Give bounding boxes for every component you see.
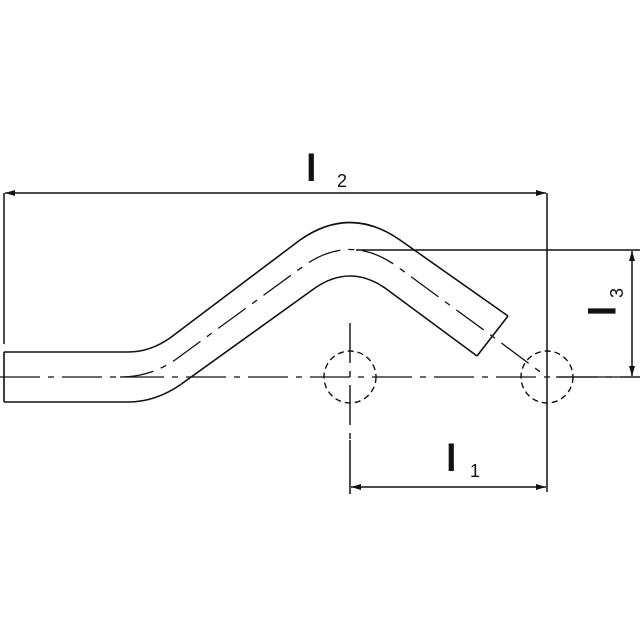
l3-label-symbol: l	[582, 305, 625, 317]
l1-label-subscript: 1	[470, 461, 481, 481]
dimension-l2	[3, 190, 548, 492]
dimension-l3	[356, 249, 640, 376]
l2-label-subscript: 2	[337, 171, 348, 191]
middle-hole	[323, 323, 377, 440]
pipe-outer-edge	[4, 221, 509, 353]
pipe-inner-edge	[4, 275, 478, 403]
l3-label-subscript: 3	[607, 287, 628, 299]
right-hole	[520, 350, 574, 404]
pipe-centerline	[119, 248, 548, 378]
bent-pipe	[3, 221, 509, 403]
right-hole-circle	[520, 350, 574, 404]
dimension-l1	[349, 440, 546, 494]
l2-label-symbol: l	[306, 148, 317, 190]
l1-label-symbol: l	[446, 438, 457, 480]
